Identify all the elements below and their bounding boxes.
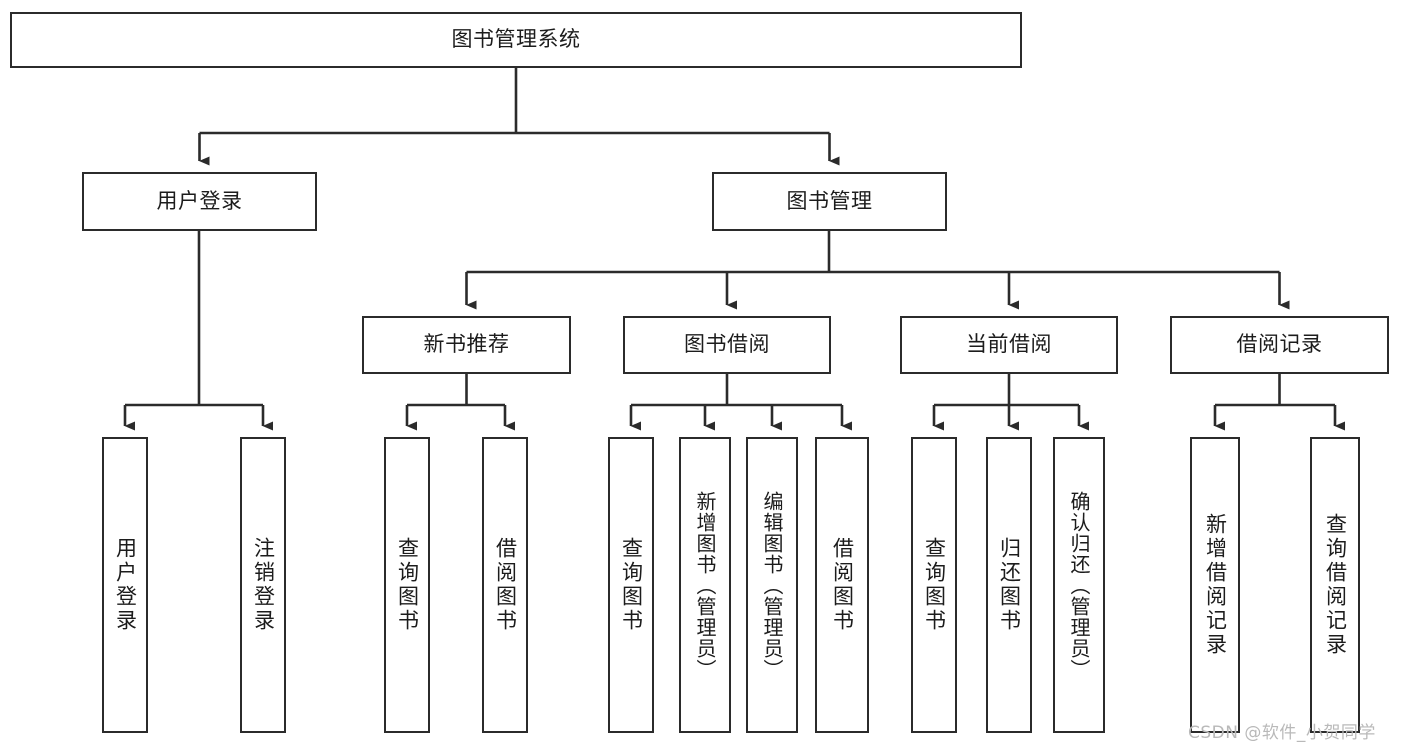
leaf-node-label: 查询图书 xyxy=(922,537,947,633)
leaf-node-label: 借阅图书 xyxy=(830,537,855,633)
leaf-node-label: 新增图书（管理员） xyxy=(693,490,717,680)
leaf-node[interactable]: 查询借阅记录 xyxy=(1310,437,1360,733)
leaf-node[interactable]: 归还图书 xyxy=(986,437,1032,733)
node-user-login[interactable]: 用户登录 xyxy=(82,172,317,231)
node-user-login-label: 用户登录 xyxy=(156,188,243,213)
leaf-node[interactable]: 确认归还（管理员） xyxy=(1053,437,1105,733)
leaf-node[interactable]: 用户登录 xyxy=(102,437,148,733)
leaf-node[interactable]: 新增图书（管理员） xyxy=(679,437,731,733)
leaf-node-label: 查询图书 xyxy=(395,537,420,633)
node-root[interactable]: 图书管理系统 xyxy=(10,12,1022,68)
node-new-book-recommend[interactable]: 新书推荐 xyxy=(362,316,571,374)
node-root-label: 图书管理系统 xyxy=(451,27,581,52)
leaf-node-label: 归还图书 xyxy=(997,537,1022,633)
leaf-node[interactable]: 注销登录 xyxy=(240,437,286,733)
node-book-management-label: 图书管理 xyxy=(786,188,873,213)
leaf-node-label: 查询图书 xyxy=(619,537,644,633)
leaf-node-label: 借阅图书 xyxy=(493,537,518,633)
node-book-borrow[interactable]: 图书借阅 xyxy=(623,316,831,374)
leaf-node-label: 用户登录 xyxy=(113,537,138,633)
node-borrow-record-label: 借阅记录 xyxy=(1236,332,1323,357)
node-book-management[interactable]: 图书管理 xyxy=(712,172,947,231)
node-current-borrow-label: 当前借阅 xyxy=(966,332,1052,357)
leaf-node-label: 注销登录 xyxy=(251,537,276,633)
leaf-node-label: 查询借阅记录 xyxy=(1323,513,1348,657)
leaf-node-label: 编辑图书（管理员） xyxy=(760,490,784,680)
leaf-node[interactable]: 编辑图书（管理员） xyxy=(746,437,798,733)
leaf-node[interactable]: 借阅图书 xyxy=(815,437,869,733)
leaf-node-label: 新增借阅记录 xyxy=(1203,513,1228,657)
leaf-node[interactable]: 新增借阅记录 xyxy=(1190,437,1240,733)
node-new-book-recommend-label: 新书推荐 xyxy=(423,332,510,357)
leaf-node[interactable]: 查询图书 xyxy=(911,437,957,733)
leaf-node[interactable]: 查询图书 xyxy=(384,437,430,733)
node-book-borrow-label: 图书借阅 xyxy=(684,332,770,357)
leaf-node-label: 确认归还（管理员） xyxy=(1067,490,1091,680)
node-borrow-record[interactable]: 借阅记录 xyxy=(1170,316,1389,374)
leaf-node[interactable]: 借阅图书 xyxy=(482,437,528,733)
leaf-node[interactable]: 查询图书 xyxy=(608,437,654,733)
node-current-borrow[interactable]: 当前借阅 xyxy=(900,316,1118,374)
